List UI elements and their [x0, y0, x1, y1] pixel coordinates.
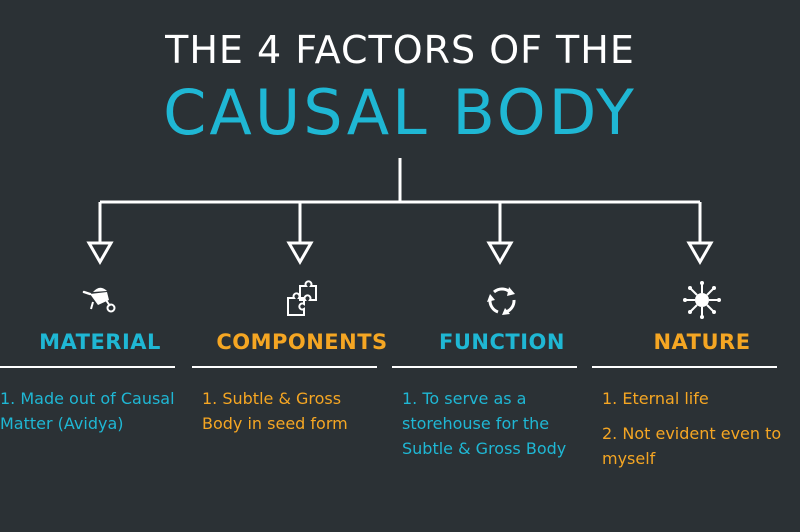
arrowhead-function: [486, 241, 514, 265]
column-heading-function: FUNCTION: [439, 330, 565, 354]
list-item: 1. Eternal life: [602, 389, 709, 408]
column-divider: [592, 366, 777, 368]
list-item: 1. To serve as a storehouse for the Subt…: [402, 389, 567, 458]
column-divider: [392, 366, 577, 368]
list-item: 1. Subtle & Gross Body in seed form: [202, 389, 348, 433]
list-item: 2. Not evident even to myself: [602, 424, 782, 468]
column-heading-components: COMPONENTS: [216, 330, 388, 354]
column-body-function: 1. To serve as a storehouse for the Subt…: [402, 386, 582, 471]
arrowhead-components: [286, 241, 314, 265]
column-body-material: 1. Made out of Causal Matter (Avidya): [0, 386, 180, 446]
column-divider: [0, 366, 175, 368]
column-body-nature: 1. Eternal life 2. Not evident even to m…: [602, 386, 782, 481]
column-divider: [192, 366, 377, 368]
wheelbarrow-icon: [78, 278, 122, 322]
title-line-1: THE 4 FACTORS OF THE: [165, 28, 635, 72]
column-heading-material: MATERIAL: [39, 330, 161, 354]
title-line-2: CAUSAL BODY: [163, 76, 637, 149]
list-item: 1. Made out of Causal Matter (Avidya): [0, 389, 175, 433]
cycle-arrows-icon: [480, 278, 524, 322]
arrowhead-nature: [686, 241, 714, 265]
virus-icon: [680, 278, 724, 322]
arrowhead-material: [86, 241, 114, 265]
column-heading-nature: NATURE: [653, 330, 751, 354]
column-body-components: 1. Subtle & Gross Body in seed form: [202, 386, 382, 446]
puzzle-icon: [280, 278, 324, 322]
